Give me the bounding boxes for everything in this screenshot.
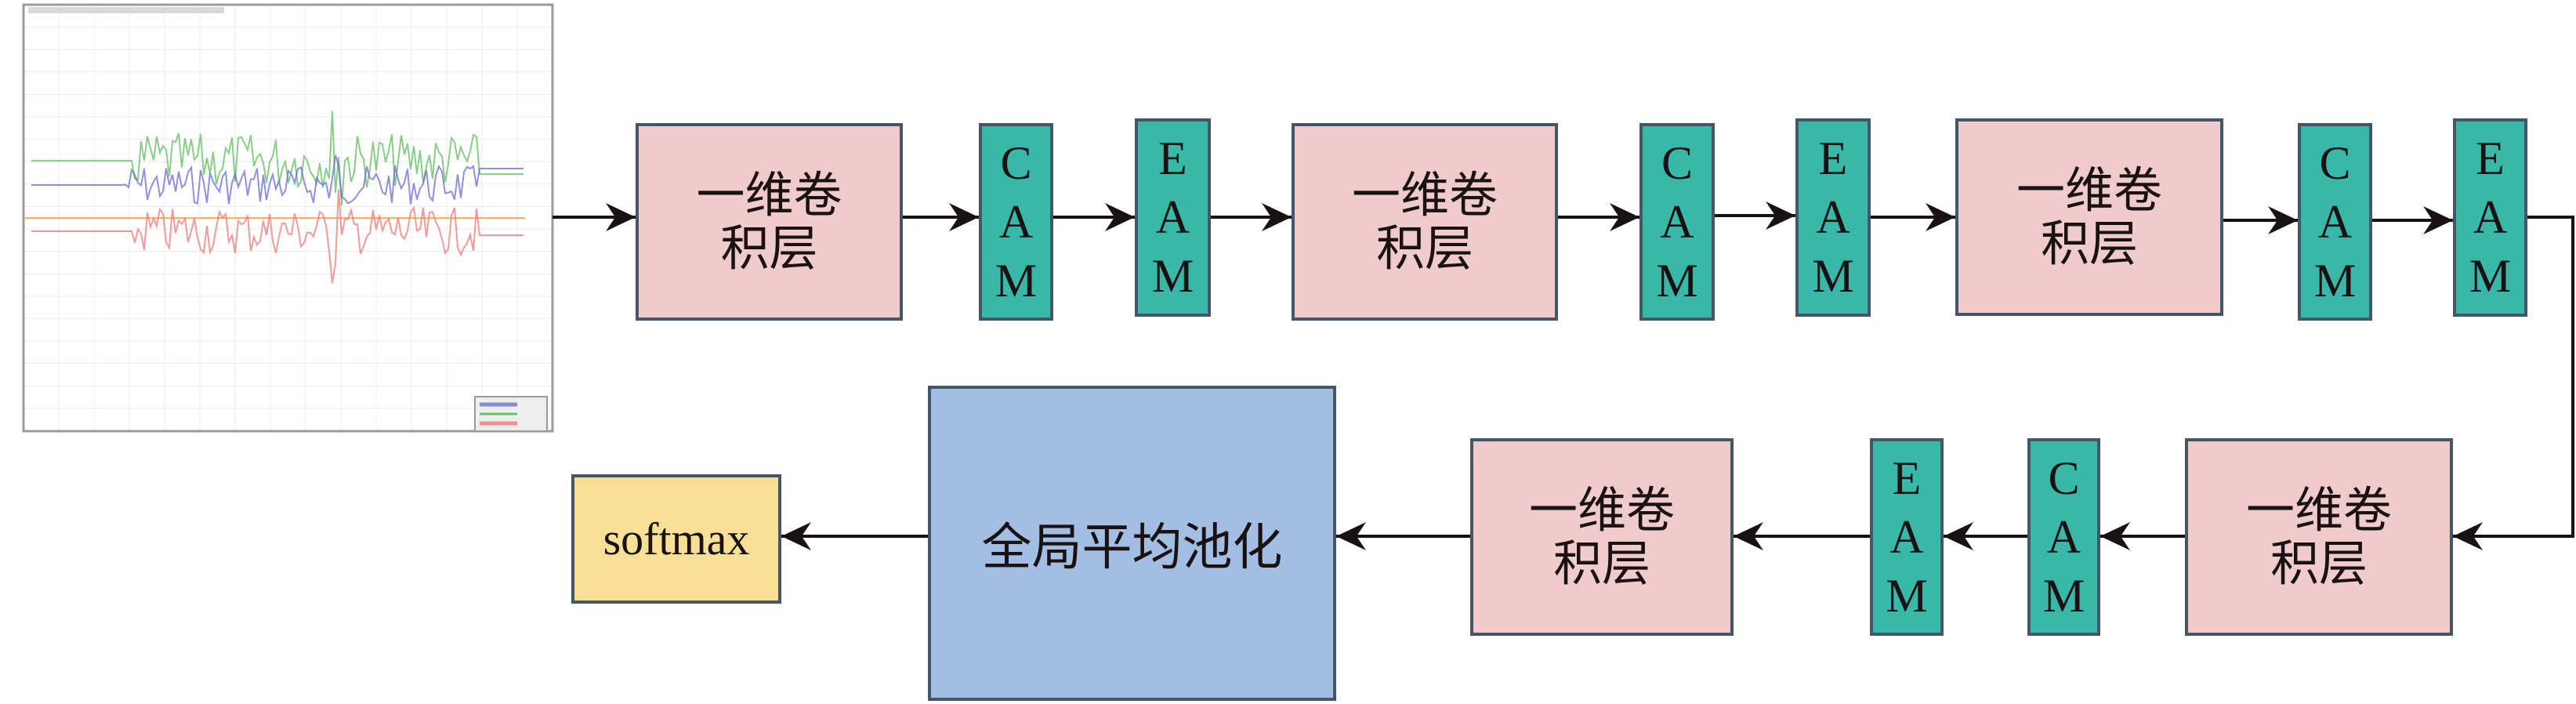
eam-letter: M	[1812, 250, 1854, 302]
arrow-cam4-to-eam4-head	[1944, 522, 1973, 550]
eam-letter: A	[2473, 191, 2508, 243]
arrow-eam1-to-conv2-head	[1262, 203, 1292, 231]
conv-label-line1: 一维卷	[2245, 481, 2392, 539]
eam-letter: A	[1889, 510, 1924, 563]
conv1d-layer-1: 一维卷积层	[636, 123, 903, 321]
cam-letter: M	[995, 254, 1038, 307]
conv-label-line2: 积层	[1375, 220, 1473, 277]
input-signal-plot	[0, 0, 554, 436]
arrow-conv3-to-cam3-head	[2268, 206, 2298, 234]
series-blue-line	[31, 154, 524, 205]
series-green-line	[31, 111, 524, 206]
cam-letter: C	[1000, 136, 1032, 189]
eam-letter: A	[1816, 191, 1850, 243]
arrow-conv5-to-gap-head	[1336, 522, 1366, 550]
cam-letter: C	[2319, 136, 2351, 189]
arrow-eam4-to-conv5-head	[1734, 522, 1763, 550]
conv-label-line1: 一维卷	[1351, 165, 1498, 223]
softmax-label: softmax	[603, 513, 750, 564]
conv-label-line2: 积层	[2270, 535, 2368, 592]
eam-letter: M	[2469, 250, 2512, 302]
connector-eam3-to-conv4	[2492, 216, 2574, 538]
arrow-eam2-to-conv3-head	[1926, 203, 1955, 231]
softmax-block: softmax	[571, 474, 781, 604]
cam-letter: A	[998, 195, 1034, 248]
cam-letter: A	[1660, 195, 1694, 248]
eam-letter: M	[1886, 569, 1928, 622]
arrow-cam1-to-eam1-head	[1105, 203, 1135, 231]
eam-letter: A	[1155, 191, 1190, 243]
conv1d-layer-3: 一维卷积层	[1955, 118, 2223, 316]
cam-letter: M	[1656, 254, 1698, 307]
cam-letter: C	[1661, 136, 1694, 189]
conv-label-line2: 积层	[2040, 215, 2138, 272]
conv-label-line1: 一维卷	[2016, 161, 2162, 219]
conv-label-line1: 一维卷	[696, 165, 842, 223]
conv1d-layer-2: 一维卷积层	[1292, 123, 1558, 321]
conv-label-line1: 一维卷	[1528, 481, 1675, 539]
global-average-pooling-block: 全局平均池化	[928, 386, 1336, 701]
arrow-conv1-to-cam1-head	[949, 203, 979, 231]
cam-letter: M	[2313, 254, 2357, 307]
eam-letter: M	[1151, 250, 1194, 302]
arrow-input-to-conv1-head	[606, 203, 636, 231]
cam-letter: A	[2046, 510, 2081, 563]
eam-letter: E	[1892, 452, 1922, 504]
cam-letter: M	[2042, 569, 2085, 622]
plot-legend	[474, 396, 548, 432]
gap-label: 全局平均池化	[981, 519, 1283, 577]
arrow-gap-to-softmax-head	[781, 522, 811, 550]
plot-title-bar	[28, 7, 224, 13]
eam-letter: E	[2476, 132, 2505, 184]
eam-letter: E	[1158, 132, 1187, 184]
conv1d-layer-5: 一维卷积层	[1470, 438, 1734, 636]
arrow-conv4-to-cam4-head	[2100, 522, 2130, 550]
arrow-conv2-to-cam2-head	[1610, 203, 1639, 231]
conv-label-line2: 积层	[1552, 535, 1650, 592]
series-red-line	[31, 189, 524, 284]
eam-letter: E	[1818, 132, 1848, 184]
conv-label-line2: 积层	[720, 220, 818, 277]
arrow-cam3-to-eam3-head	[2423, 206, 2453, 234]
cam-letter: A	[2317, 195, 2353, 248]
conv1d-layer-4: 一维卷积层	[2185, 438, 2453, 636]
cam-letter: C	[2048, 452, 2080, 504]
arrow-cam2-to-eam2-head	[1766, 201, 1795, 230]
